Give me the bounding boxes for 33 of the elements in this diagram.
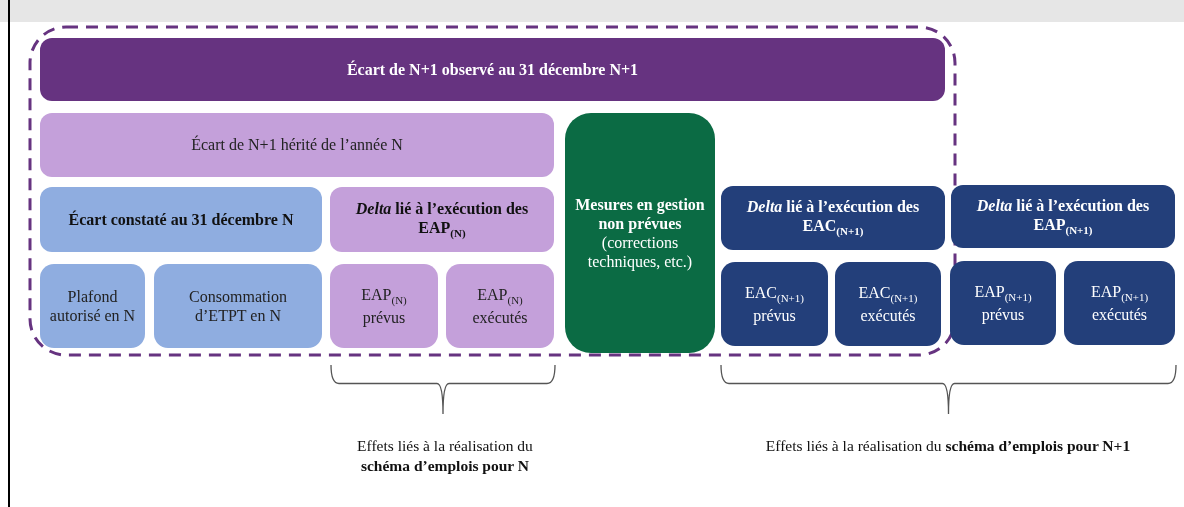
box-text: Écart constaté au 31 décembre N <box>68 209 294 230</box>
item-box <box>721 262 828 346</box>
bracket-caption: Effets liés à la réalisation du schéma d’emplois pour N+1 <box>764 436 1132 456</box>
item-box <box>446 264 554 348</box>
item-box <box>950 261 1056 345</box>
category-box <box>40 187 322 252</box>
item-box <box>835 262 941 346</box>
box-text: EAP$_{(N)}$ exécutés <box>471 285 529 327</box>
category-box <box>721 186 945 250</box>
box-text: Delta lié à l’exécution des EAC$_{(N+1)}$ <box>745 197 921 239</box>
box-text: Écart de N+1 observé au 31 décembre N+1 <box>346 59 639 80</box>
box-text: Plafond autorisé en N <box>48 286 137 326</box>
box-text: Delta lié à l’exécution des EAP$_{(N+1)}$ <box>975 195 1151 238</box>
category-box <box>951 185 1175 248</box>
box-note: (corrections techniques, etc.) <box>586 233 694 272</box>
item-box <box>1064 261 1175 345</box>
box-text: EAP$_{(N)}$ prévus <box>360 285 408 327</box>
box-text: Mesures en gestion non prévues <box>574 194 706 233</box>
heading-bar <box>40 38 945 101</box>
category-box <box>330 187 554 252</box>
item-box <box>40 264 145 348</box>
box-text: Delta lié à l’exécution des EAP$_{(N)}$ <box>354 198 530 241</box>
item-box <box>330 264 438 348</box>
bracket-caption: Effets liés à la réalisation du schéma d’emplois pour N <box>356 436 534 477</box>
box-text: EAP$_{(N+1)}$ prévus <box>973 282 1033 324</box>
box-text: Consommation d’ETPT en N <box>188 286 288 326</box>
box-text: EAC$_{(N+1)}$ exécutés <box>857 283 919 325</box>
box-text: EAP$_{(N+1)}$ exécutés <box>1089 282 1150 324</box>
box-text: EAC$_{(N+1)}$ prévus <box>744 283 805 325</box>
category-box <box>40 113 554 177</box>
item-box <box>154 264 322 348</box>
category-box <box>565 113 715 353</box>
box-text: Écart de N+1 hérité de l’année N <box>191 135 403 155</box>
